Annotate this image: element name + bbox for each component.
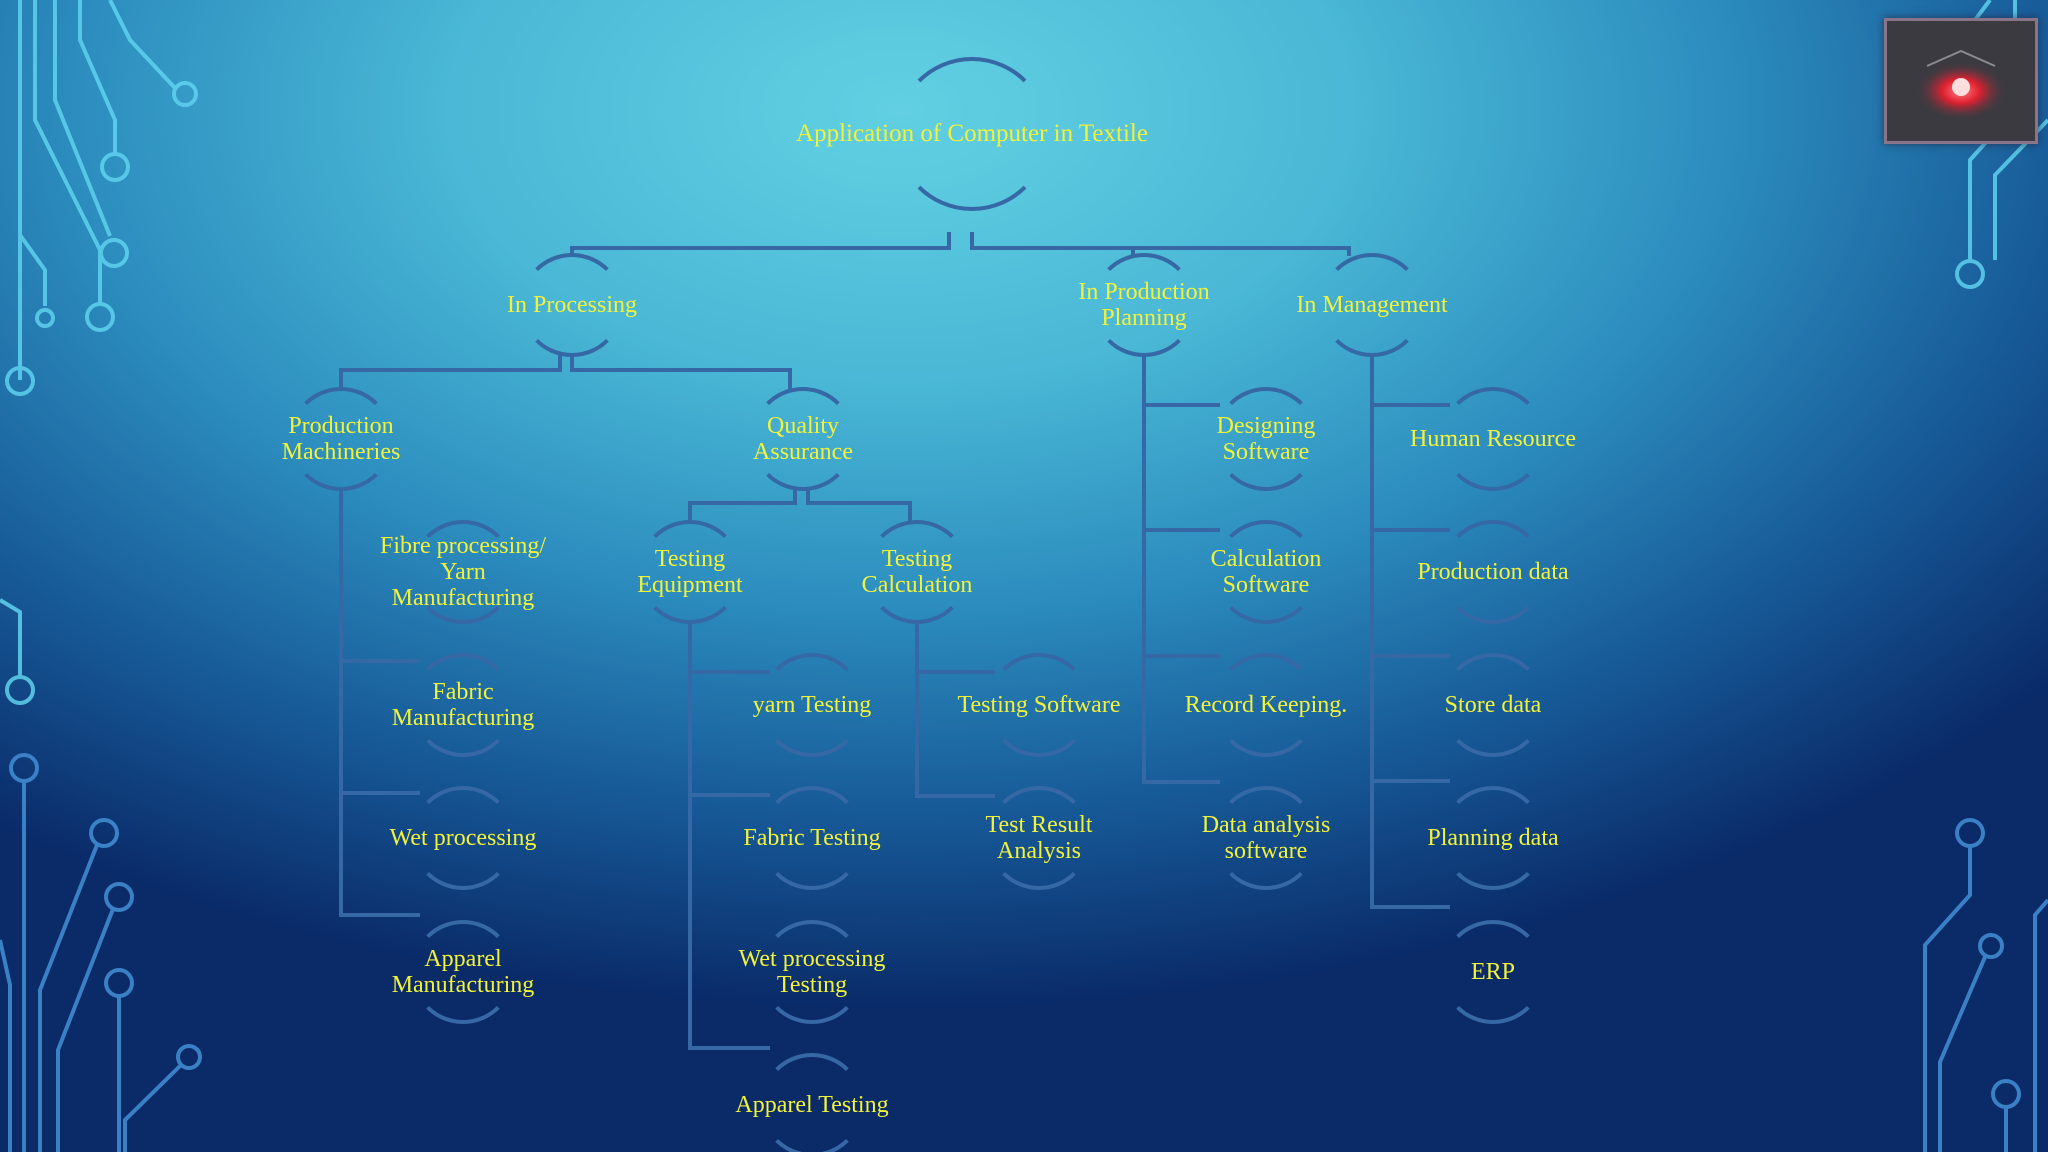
node-wet-processing: Wet processing <box>389 825 537 851</box>
node-testing-equipment: Testing Equipment <box>637 546 743 598</box>
node-quality-assurance: Quality Assurance <box>753 413 853 465</box>
node-in-production-planning: In Production Planning <box>1078 279 1210 331</box>
node-apparel-manufacturing: Apparel Manufacturing <box>391 946 535 998</box>
node-testing-software: Testing Software <box>957 692 1121 718</box>
node-store-data: Store data <box>1444 692 1542 718</box>
node-calculation-software: Calculation Software <box>1210 546 1322 598</box>
node-wet-processing-testing: Wet processing Testing <box>738 946 886 998</box>
node-apparel-testing: Apparel Testing <box>735 1092 889 1118</box>
node-fibre-processing: Fibre processing/ Yarn Manufacturing <box>380 533 546 611</box>
node-erp: ERP <box>1470 959 1516 985</box>
node-planning-data: Planning data <box>1427 825 1559 851</box>
node-test-result-analysis: Test Result Analysis <box>985 812 1093 864</box>
node-fabric-testing: Fabric Testing <box>743 825 881 851</box>
red-eye-icon <box>1887 21 2035 141</box>
node-in-processing: In Processing <box>507 292 637 318</box>
node-in-management: In Management <box>1296 292 1448 318</box>
node-production-machineries: Production Machineries <box>281 413 401 465</box>
node-designing-software: Designing Software <box>1216 413 1316 465</box>
node-root: Application of Computer in Textile <box>796 120 1148 147</box>
node-record-keeping: Record Keeping. <box>1184 692 1348 718</box>
node-fabric-manufacturing: Fabric Manufacturing <box>391 679 535 731</box>
node-human-resource: Human Resource <box>1410 426 1576 452</box>
node-data-analysis-software: Data analysis software <box>1201 812 1331 864</box>
node-testing-calculation: Testing Calculation <box>861 546 973 598</box>
node-yarn-testing: yarn Testing <box>752 692 872 718</box>
node-production-data: Production data <box>1417 559 1569 585</box>
presenter-thumbnail <box>1884 18 2038 144</box>
